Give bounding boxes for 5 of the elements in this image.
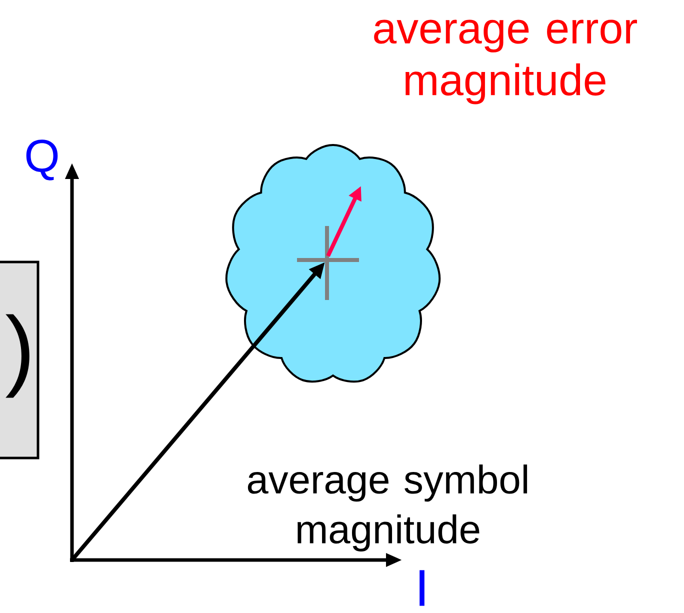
axis-label: I [420,570,424,606]
axis-label: Q [26,140,58,180]
note-label: average symbol magnitude [248,464,528,552]
note-label: average error magnitude [374,20,637,104]
bracket-box: ) [0,260,40,460]
